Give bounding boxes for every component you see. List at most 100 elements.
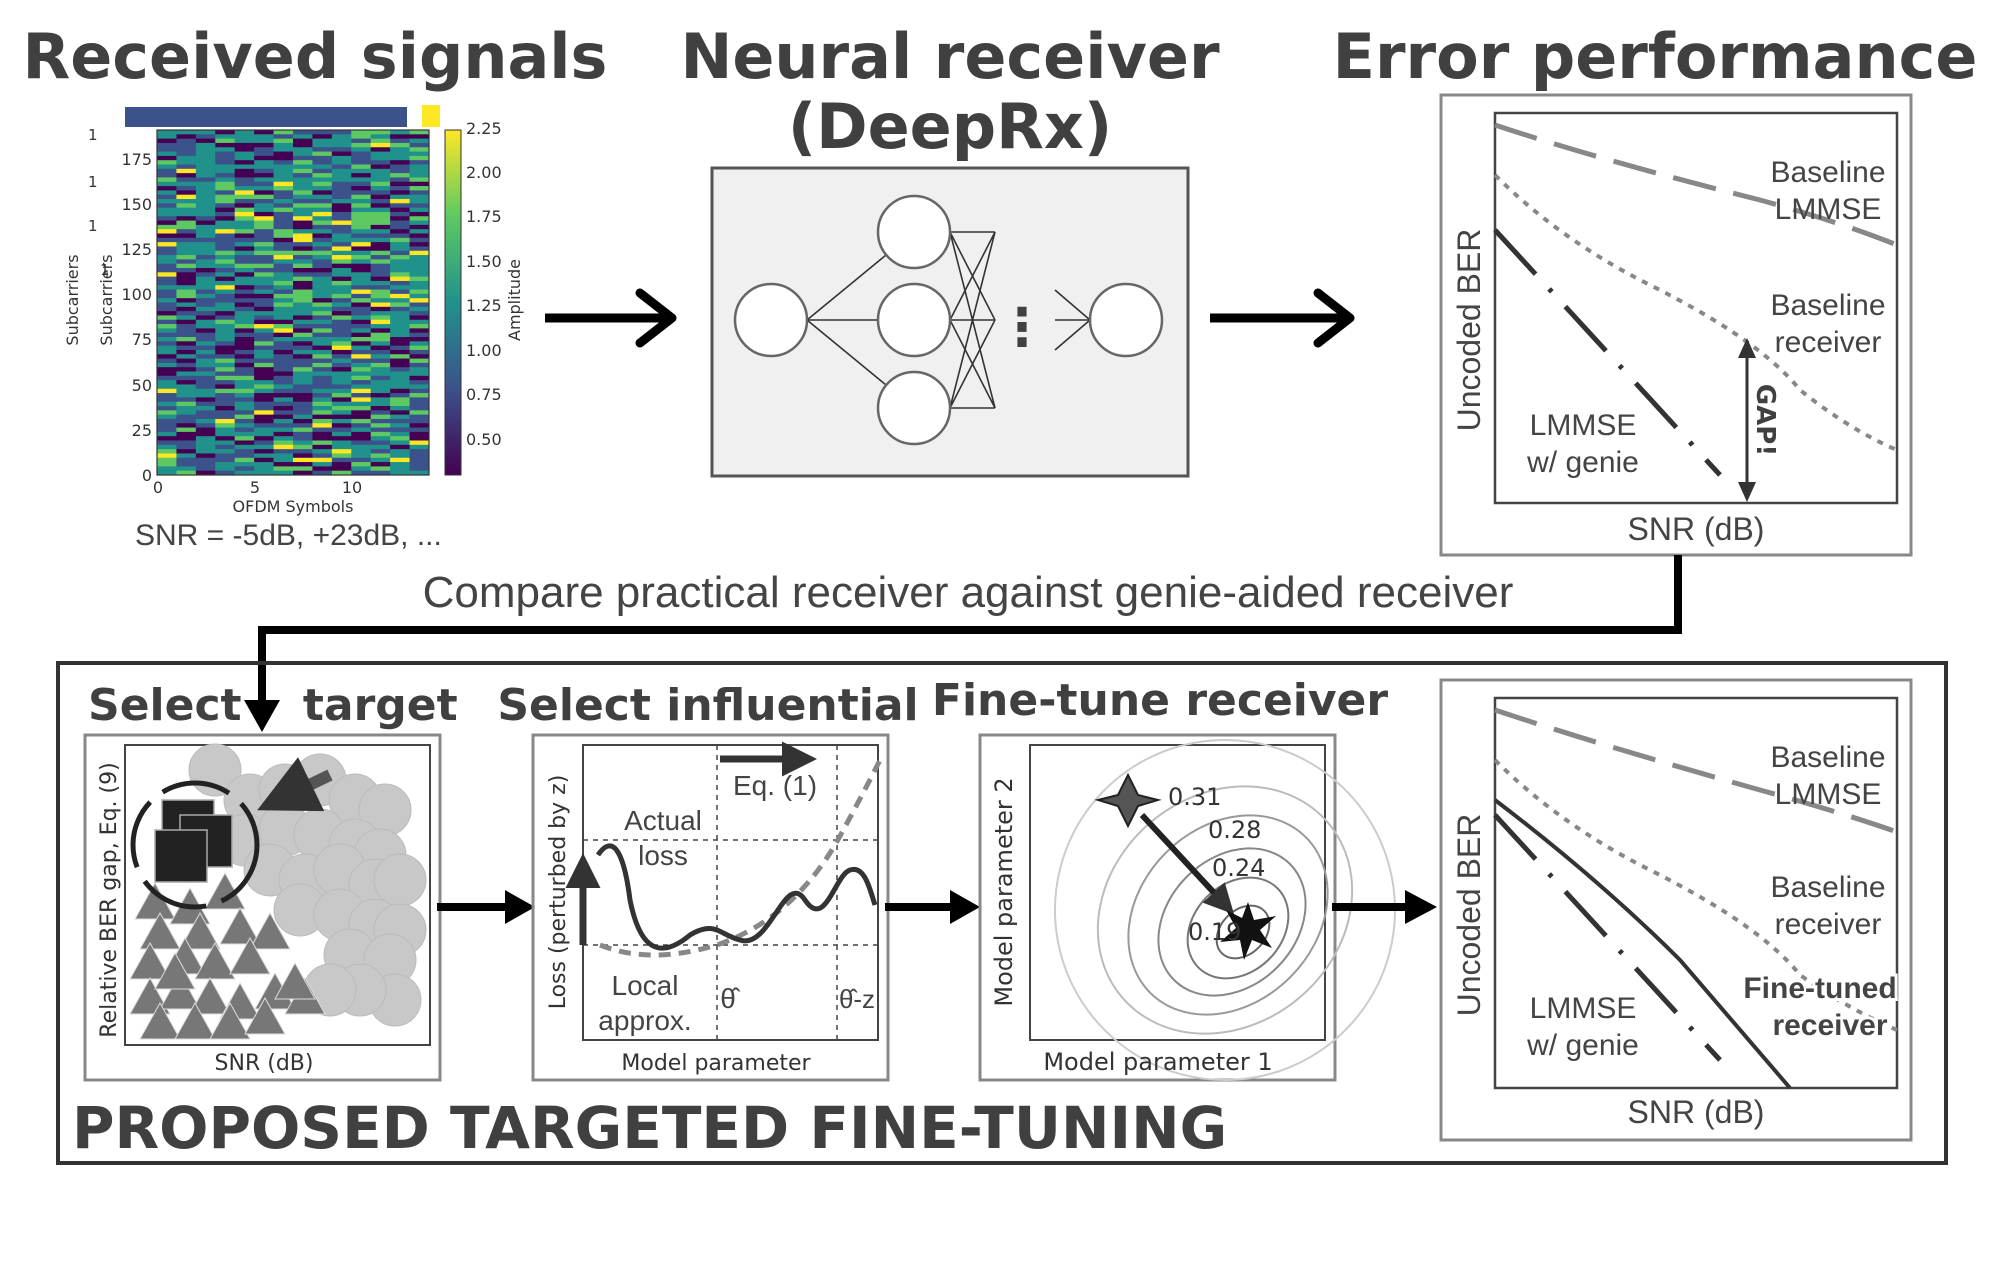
heatmap-cell xyxy=(157,337,177,342)
heatmap-cell xyxy=(409,418,430,424)
heatmap-cell xyxy=(390,341,411,347)
heatmap-cell xyxy=(273,168,294,174)
heatmap-cell xyxy=(176,358,197,364)
heatmap-cell xyxy=(234,401,255,407)
heatmap-cell xyxy=(409,190,430,196)
heatmap-cell xyxy=(409,354,430,360)
heatmap-cell xyxy=(390,337,411,342)
colorbar-tick: 2.25 xyxy=(466,119,502,138)
heatmap-cell xyxy=(176,306,197,312)
heatmap-cell xyxy=(215,134,236,140)
heatmap-cell xyxy=(157,388,177,394)
heatmap-cell xyxy=(254,462,275,467)
sample-triangle xyxy=(179,911,221,950)
heatmap-cell xyxy=(215,362,236,368)
heatmap-cell xyxy=(215,380,236,385)
heatmap-cell xyxy=(331,414,352,420)
heatmap-cell xyxy=(293,462,313,467)
heatmap-cell xyxy=(234,246,255,252)
heatmap-cell xyxy=(293,255,313,260)
heatmap-cell xyxy=(390,384,411,390)
heatmap-cell xyxy=(370,401,391,407)
heatmap-cell xyxy=(234,349,255,355)
heatmap-cell xyxy=(390,311,411,316)
heatmap-cell xyxy=(331,431,352,437)
heatmap-cell xyxy=(254,134,275,140)
heatmap-cell xyxy=(195,237,216,243)
heatmap-cell xyxy=(195,462,216,467)
heatmap-cell xyxy=(157,375,177,381)
heatmap-cell xyxy=(157,393,177,398)
heatmap-cell xyxy=(351,220,372,226)
heatmap-cell xyxy=(409,250,430,256)
heatmap-cell xyxy=(331,246,352,252)
heatmap-cell xyxy=(293,315,313,321)
heatmap-cell xyxy=(351,371,372,377)
selected-sample-square xyxy=(154,829,208,883)
heatmap-cell xyxy=(293,160,313,165)
heatmap-cell xyxy=(351,177,372,183)
colorbar-tick: 1.00 xyxy=(466,341,502,360)
sample-triangle xyxy=(194,941,236,980)
heatmap-cell xyxy=(273,302,294,308)
heatmap-cell xyxy=(254,155,275,161)
heatmap-cell xyxy=(390,431,411,437)
heatmap-cell xyxy=(195,444,216,450)
heatmap-cell xyxy=(409,462,430,467)
heatmap-cell xyxy=(312,199,333,204)
heatmap-cell xyxy=(195,250,216,256)
heatmap-cell xyxy=(293,298,313,303)
heatmap-cell xyxy=(234,410,255,416)
heatmap-cell xyxy=(390,436,411,441)
heatmap-cell xyxy=(370,375,391,381)
heatmap-cell xyxy=(312,134,333,140)
heatmap-cell xyxy=(293,418,313,424)
heatmap-cell xyxy=(351,268,372,273)
heatmap-cell xyxy=(176,160,197,165)
heatmap-cell xyxy=(331,311,352,316)
label-finetuned-receiver: Fine-tuned xyxy=(1743,972,1896,1005)
heatmap-cell xyxy=(370,319,391,325)
x-tick-label: 5 xyxy=(250,478,260,497)
optimization-step-arrow xyxy=(1139,812,1235,915)
heatmap-cell xyxy=(273,371,294,377)
heatmap-cell xyxy=(273,332,294,338)
heatmap-cell xyxy=(351,138,372,144)
heatmap-cell xyxy=(312,401,333,407)
heatmap-cell xyxy=(273,423,294,429)
heatmap-cell xyxy=(331,134,352,140)
heatmap-cell xyxy=(273,194,294,200)
heatmap-cell xyxy=(312,393,333,398)
heatmap-cell xyxy=(409,280,430,286)
heatmap-cell xyxy=(351,255,372,260)
heatmap-cell xyxy=(215,160,236,165)
heatmap-cell xyxy=(215,375,236,381)
heatmap-cell xyxy=(293,173,313,178)
heatmap-cell xyxy=(254,427,275,433)
heatmap-cell xyxy=(331,328,352,334)
heatmap-cell xyxy=(409,207,430,213)
heatmap-cell xyxy=(215,418,236,424)
heatmap-cell xyxy=(409,397,430,403)
contour-label: 0.24 xyxy=(1212,854,1265,882)
heatmap-cell xyxy=(273,462,294,467)
heatmap-cell xyxy=(370,142,391,148)
heatmap-cell xyxy=(176,440,197,446)
heatmap-cell xyxy=(370,418,391,424)
heatmap-cell xyxy=(331,319,352,325)
heatmap-cell xyxy=(293,388,313,394)
heatmap-cell xyxy=(351,147,372,153)
heatmap-cell xyxy=(273,328,294,334)
heatmap-cell xyxy=(254,384,275,390)
heatmap-cell xyxy=(195,177,216,183)
heatmap-cell xyxy=(157,449,177,454)
heatmap-cell xyxy=(409,324,430,329)
contour-label: 0.19 xyxy=(1188,918,1241,946)
heatmap-cell xyxy=(293,384,313,390)
heatmap-cell xyxy=(157,324,177,329)
heatmap-cell xyxy=(234,155,255,161)
heatmap-cell xyxy=(312,216,333,222)
heatmap-cell xyxy=(157,280,177,286)
stack-tick: 1 xyxy=(88,173,98,191)
heatmap-cell xyxy=(176,328,197,334)
